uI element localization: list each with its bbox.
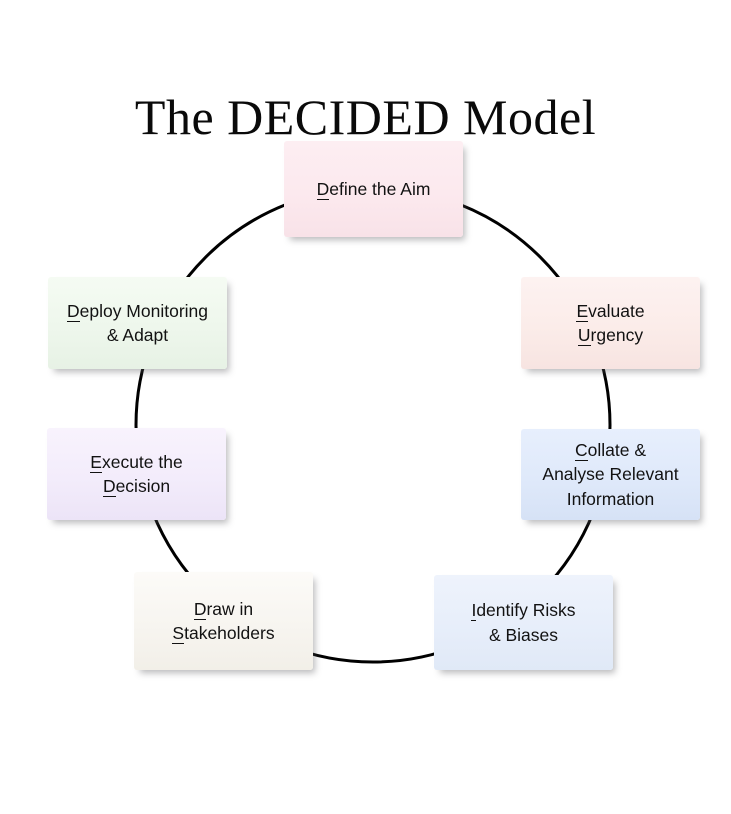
acronym-letter-u: U	[577, 325, 591, 346]
cycle-node-deploy-monitoring-adapt[interactable]: Deploy Monitoring& Adapt	[48, 277, 227, 369]
acronym-letter-e: E	[90, 451, 102, 473]
acronym-letter-d: D	[193, 598, 207, 620]
cycle-node-identify-risks-biases[interactable]: Identify Risks& Biases	[434, 575, 613, 670]
acronym-letter-c: C	[574, 440, 588, 462]
cycle-node-label: Define the Aim	[316, 178, 431, 200]
acronym-letter-d: D	[102, 476, 116, 497]
acronym-letter-e: E	[576, 300, 589, 322]
acronym-letter-i: I	[471, 600, 477, 622]
cycle-node-define-the-aim[interactable]: Define the Aim	[284, 141, 463, 237]
page-title: The DECIDED Model	[134, 88, 597, 145]
cycle-node-label: Identify Risks& Biases	[471, 600, 576, 645]
acronym-letter-d: D	[316, 178, 330, 200]
cycle-node-label: Deploy Monitoring& Adapt	[66, 300, 209, 345]
acronym-letter-s: S	[172, 623, 185, 644]
acronym-letter-d: D	[66, 300, 80, 322]
